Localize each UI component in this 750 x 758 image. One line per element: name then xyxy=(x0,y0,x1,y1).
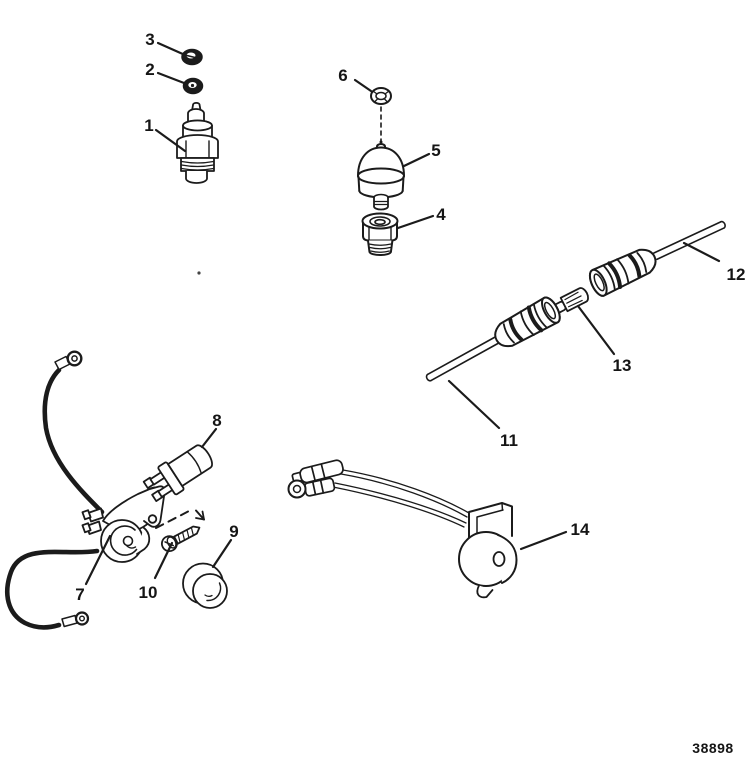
drawing-number: 38898 xyxy=(692,740,733,756)
leader-line-3 xyxy=(156,41,187,57)
part-10-screw xyxy=(161,525,201,553)
part-4-adapter-fitting xyxy=(361,212,399,257)
leader-line-2 xyxy=(156,71,186,85)
print-dot xyxy=(197,271,201,275)
screw-locating-arrow xyxy=(155,508,205,529)
part-14-warning-buzzer-assembly xyxy=(287,459,518,599)
callout-7: 7 xyxy=(75,585,84,604)
callout-2: 2 xyxy=(145,60,154,79)
callout-5: 5 xyxy=(431,141,440,160)
leader-line-11 xyxy=(447,379,501,430)
callout-6: 6 xyxy=(338,66,347,85)
leader-line-12 xyxy=(682,241,721,263)
part-9-rubber-cap xyxy=(182,562,228,609)
leader-line-7 xyxy=(84,534,112,586)
part-3-locknut xyxy=(181,48,203,66)
leader-line-6 xyxy=(353,78,373,93)
part-12-lead-wire-assembly-upper xyxy=(588,220,726,297)
part-7-warning-horn xyxy=(5,350,166,630)
leader-line-9 xyxy=(211,538,233,569)
callout-9: 9 xyxy=(229,522,238,541)
callout-12: 12 xyxy=(727,265,746,284)
leader-line-5 xyxy=(402,152,431,168)
part-13-bullet-terminal xyxy=(548,287,589,316)
part-11-lead-wire-assembly-lower xyxy=(425,296,561,382)
callout-11: 11 xyxy=(500,431,518,450)
callout-10: 10 xyxy=(139,583,158,602)
part-1-temperature-sender xyxy=(176,102,219,184)
callout-13: 13 xyxy=(613,356,632,375)
part-6-hex-nut xyxy=(370,87,392,105)
callout-3: 3 xyxy=(145,30,154,49)
leader-line-1 xyxy=(154,128,187,153)
callout-8: 8 xyxy=(212,411,221,430)
leader-line-14 xyxy=(519,530,568,551)
part-5-oil-pressure-switch xyxy=(357,140,405,211)
leader-line-8 xyxy=(200,427,218,449)
leader-line-13 xyxy=(576,304,616,356)
callout-1: 1 xyxy=(144,116,153,135)
callout-4: 4 xyxy=(436,205,446,224)
part-8-connector-plug xyxy=(142,444,213,502)
part-2-toothed-washer-nut xyxy=(182,77,204,95)
leader-line-4 xyxy=(396,214,435,230)
callout-14: 14 xyxy=(571,520,590,539)
leader-line-10 xyxy=(153,541,174,580)
